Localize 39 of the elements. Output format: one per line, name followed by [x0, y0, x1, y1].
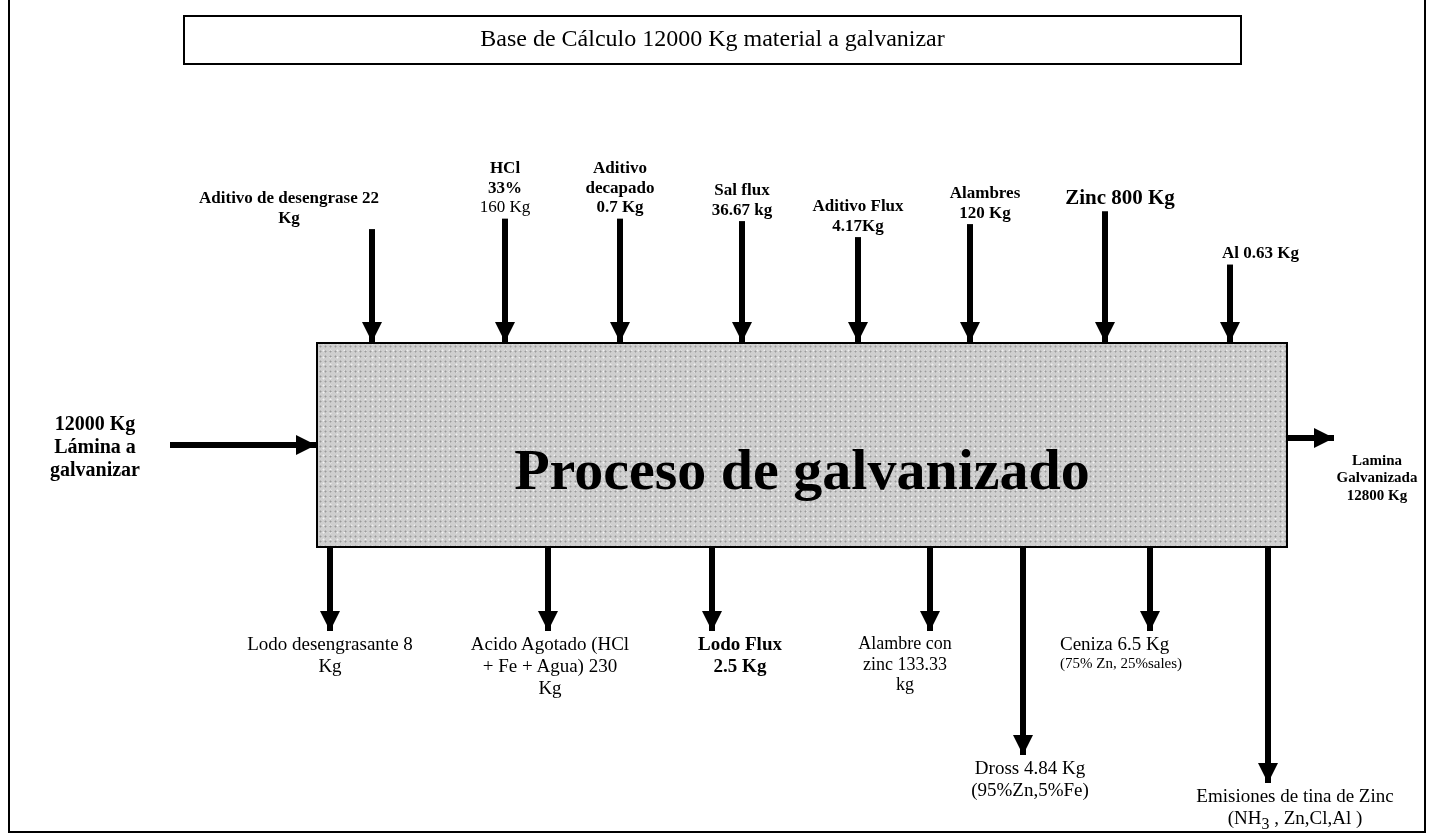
output-label: Emisiones de tina de Zinc (NH$_{3}$ , Zn,Cl,Al ): [1195, 785, 1395, 833]
flow-arrow: [848, 237, 868, 342]
flow-arrow: [610, 218, 630, 342]
flow-arrow: [1140, 548, 1160, 631]
output-label: Lamina Galvanizada 12800 Kg: [1335, 452, 1419, 504]
flow-arrow: [732, 221, 752, 342]
flow-arrow: [1013, 548, 1033, 755]
output-label: Lodo Flux 2.5 Kg: [697, 633, 783, 677]
input-label: HCl 33% 160 Kg: [478, 158, 532, 217]
flow-arrow: [920, 548, 940, 631]
flow-arrow: [1095, 211, 1115, 342]
flow-arrow: [960, 224, 980, 342]
output-label: Lodo desengrasante 8 Kg: [246, 633, 414, 677]
flow-arrow: [1288, 428, 1334, 448]
input-label: Aditivo de desengrase 22 Kg: [198, 188, 380, 228]
process-title: Proceso de galvanizado: [514, 436, 1090, 504]
input-label: Sal flux 36.67 kg: [710, 180, 774, 220]
process-box: [316, 342, 1288, 548]
flow-arrow: [702, 548, 722, 631]
input-label: Aditivo Flux 4.17Kg: [811, 196, 905, 236]
input-label: Zinc 800 Kg: [1065, 185, 1175, 210]
flow-arrow: [1258, 548, 1278, 783]
flow-arrow: [538, 548, 558, 631]
flow-arrow: [495, 218, 515, 342]
output-label: Alambre con zinc 133.33 kg: [857, 633, 953, 696]
title-box: [183, 15, 1242, 65]
input-label: Al 0.63 Kg: [1221, 243, 1300, 263]
flow-arrow: [170, 435, 316, 455]
composition-note: (75% Zn, 25%sales): [1060, 654, 1184, 673]
input-label: Alambres 120 Kg: [948, 183, 1022, 223]
flow-arrow: [362, 229, 382, 342]
output-label: Ceniza 6.5 Kg: [1060, 633, 1171, 655]
input-label: Aditivo decapado 0.7 Kg: [584, 158, 656, 217]
flow-arrow: [1220, 264, 1240, 342]
output-label: Acido Agotado (HCl + Fe + Agua) 230 Kg: [470, 633, 630, 699]
flow-arrow: [320, 548, 340, 631]
output-label: Dross 4.84 Kg (95%Zn,5%Fe): [970, 757, 1090, 801]
input-label: 12000 Kg Lámina a galvanizar: [49, 412, 141, 481]
title-text: Base de Cálculo 12000 Kg material a galvanizar: [479, 25, 946, 53]
